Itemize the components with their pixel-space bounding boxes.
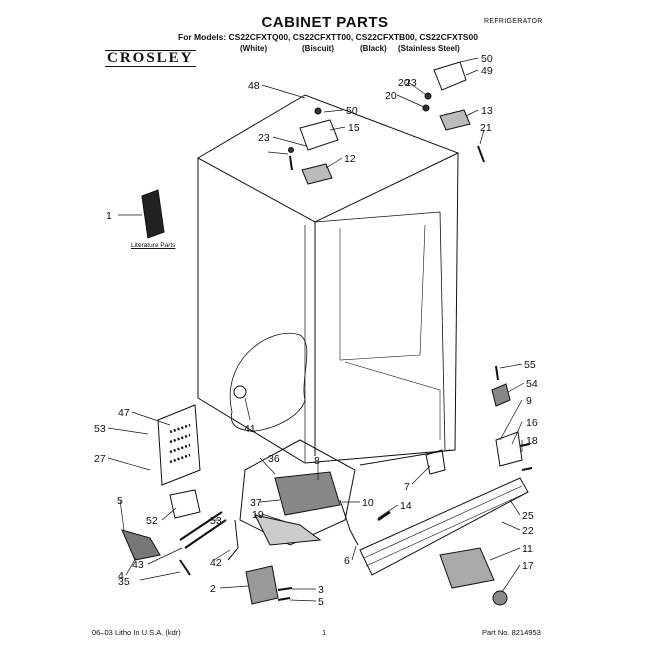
callout-label: 19	[252, 509, 264, 521]
callout-label: 5	[117, 495, 123, 507]
page-title: CABINET PARTS	[261, 14, 389, 31]
callout-label: 4	[118, 570, 124, 582]
brand-logo: CROSLEY	[105, 50, 196, 67]
callout-label: 50	[346, 105, 358, 117]
callout-label: 14	[400, 500, 412, 512]
callout-label: 54	[526, 378, 538, 390]
variant-stainless: (Stainless Steel)	[398, 44, 460, 53]
top-hinge-right	[422, 61, 485, 163]
callout-label: 42	[210, 557, 222, 569]
variant-row: (White) (Biscuit) (Black) (Stainless Ste…	[0, 44, 650, 56]
callout-label: 41	[244, 423, 256, 435]
leader-lines	[107, 57, 525, 602]
callout-label: 6	[344, 555, 350, 567]
callout-label: 43	[132, 559, 144, 571]
literature-booklet	[141, 189, 165, 239]
bottom-hinge	[245, 565, 293, 605]
part-number: Part No. 8214953	[482, 628, 541, 637]
right-bracket-parts	[425, 365, 533, 475]
callout-label: 20	[385, 90, 397, 102]
models-line: For Models: CS22CFXTQ00, CS22CFXTT00, CS…	[178, 32, 478, 42]
callout-label: 53	[210, 515, 222, 527]
callout-label: 20	[398, 77, 410, 89]
callout-label: 53	[94, 423, 106, 435]
callout-label: 35	[118, 576, 130, 588]
callout-label: 16	[526, 417, 538, 429]
callout-label: 49	[481, 65, 493, 77]
callout-label: 15	[348, 122, 360, 134]
left-duct-assembly	[121, 385, 247, 576]
callout-label: 13	[481, 105, 493, 117]
callout-numbers: 50 49 48 50 15 23 20 23 13 20 21 12 1 55…	[94, 53, 538, 608]
callout-label: 17	[522, 560, 534, 572]
callout-label: 11	[522, 543, 533, 555]
callout-label: 2	[210, 583, 216, 595]
toe-grille	[359, 477, 529, 606]
callout-label: 8	[314, 455, 320, 467]
callout-label: 1	[106, 210, 112, 222]
callout-label: 37	[250, 497, 262, 509]
callout-label: 3	[318, 584, 324, 596]
callout-label: 22	[522, 525, 534, 537]
callout-label: 25	[522, 510, 534, 522]
top-hinge-center	[288, 107, 339, 185]
callout-label: 18	[526, 435, 538, 447]
insulation-area	[229, 333, 308, 432]
callout-label: 47	[118, 407, 130, 419]
cabinet-shell	[196, 94, 460, 466]
variant-black: (Black)	[360, 44, 387, 53]
callout-label: 52	[146, 515, 158, 527]
callout-label: 55	[524, 359, 536, 371]
literature-parts-label: Literature Parts	[131, 242, 176, 249]
callout-label: 9	[526, 395, 532, 407]
callout-label: 50	[481, 53, 493, 65]
callout-label: 10	[362, 497, 374, 509]
callout-label: 23	[258, 132, 270, 144]
callout-label: 23	[405, 77, 417, 89]
footer-print-info: 06–03 Litho In U.S.A. (kdr)	[92, 628, 181, 637]
callout-label: 48	[248, 80, 260, 92]
callout-label: 36	[268, 453, 280, 465]
variant-biscuit: (Biscuit)	[302, 44, 334, 53]
section-label: REFRIGERATOR	[484, 18, 543, 25]
callout-label: 5	[318, 596, 324, 608]
callout-label: 21	[480, 122, 492, 134]
variant-white: (White)	[240, 44, 268, 53]
page-number: 1	[322, 628, 327, 637]
callout-label: 12	[344, 153, 356, 165]
callout-label: 7	[404, 481, 410, 493]
callout-label: 27	[94, 453, 106, 465]
